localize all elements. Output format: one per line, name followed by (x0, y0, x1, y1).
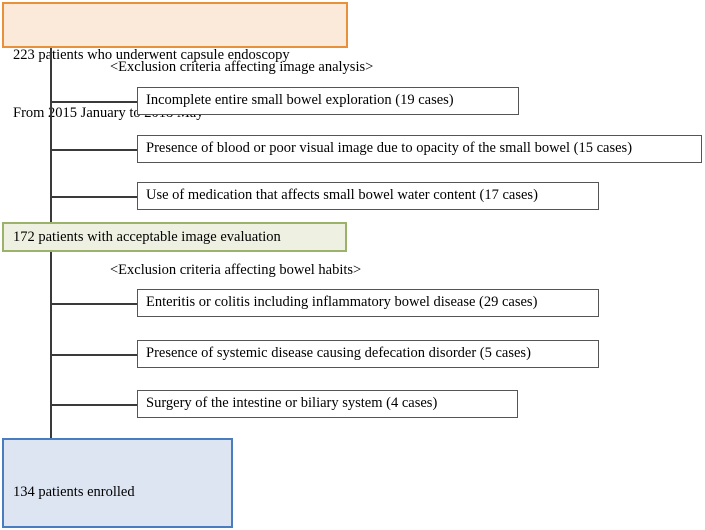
node-acceptable-image-evaluation: 172 patients with acceptable image evalu… (2, 222, 347, 252)
connector-horizontal-exclusion-1 (50, 101, 138, 103)
node-exclusion-systemic-disease: Presence of systemic disease causing def… (137, 340, 599, 368)
connector-horizontal-exclusion-5 (50, 354, 138, 356)
node-final-enrolled: 134 patients enrolled - 37 constipation … (2, 438, 233, 528)
node-exclusion-medication: Use of medication that affects small bow… (137, 182, 599, 210)
node-total-patients: 223 patients who underwent capsule endos… (2, 2, 348, 121)
connector-horizontal-exclusion-3 (50, 196, 138, 198)
caption-exclusion-bowel-habits: <Exclusion criteria affecting bowel habi… (110, 262, 362, 278)
connector-vertical-lower (50, 252, 52, 438)
node-exclusion-blood-opacity: Presence of blood or poor visual image d… (137, 135, 702, 163)
connector-horizontal-exclusion-6 (50, 404, 138, 406)
node-final-enrolled-line1: 134 patients enrolled (13, 484, 135, 501)
node-exclusion-surgery: Surgery of the intestine or biliary syst… (137, 390, 518, 418)
node-exclusion-enteritis-colitis: Enteritis or colitis including inflammat… (137, 289, 599, 317)
connector-vertical-upper (50, 48, 52, 222)
connector-horizontal-exclusion-2 (50, 149, 138, 151)
node-exclusion-incomplete-exploration: Incomplete entire small bowel exploratio… (137, 87, 519, 115)
caption-exclusion-image-analysis: <Exclusion criteria affecting image anal… (110, 59, 374, 75)
connector-horizontal-exclusion-4 (50, 303, 138, 305)
node-total-patients-line1: 223 patients who underwent capsule endos… (13, 47, 290, 64)
